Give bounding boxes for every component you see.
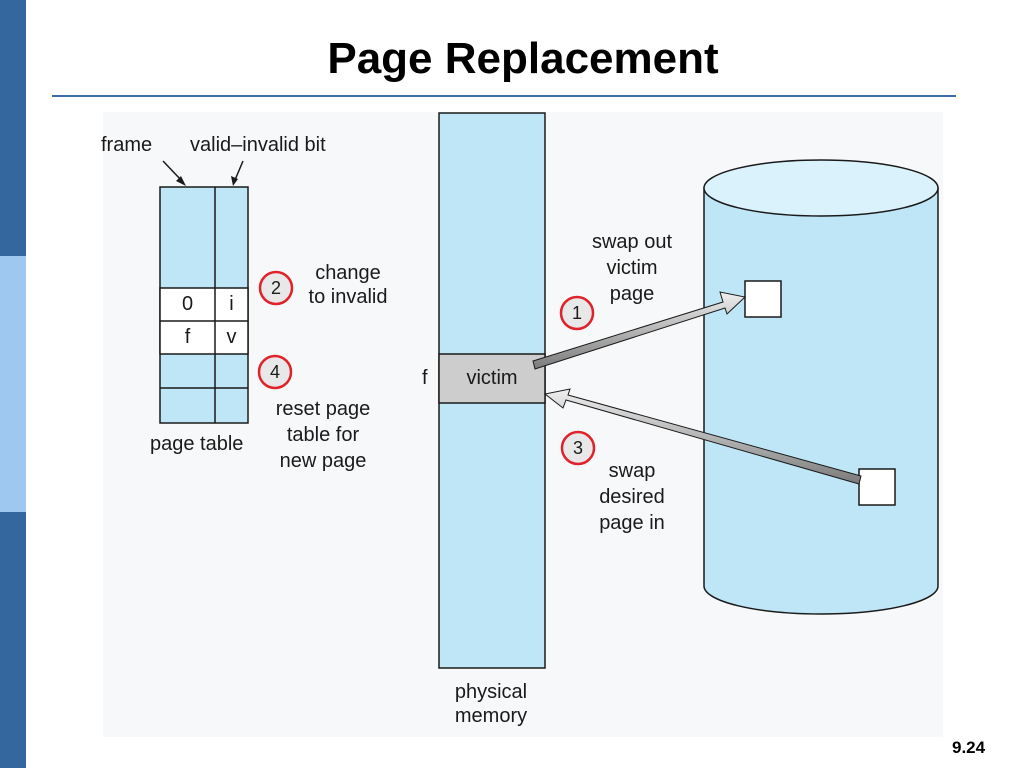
sidebar-top-segment: [0, 0, 26, 256]
description-line: desired: [599, 486, 665, 508]
step-3-circle: [560, 430, 596, 466]
slide-number: 9.24: [952, 738, 986, 757]
step-4-circle: [257, 354, 293, 390]
page-table-bit-cell: i: [229, 293, 234, 315]
page-table-bit-cell: v: [226, 326, 237, 348]
sidebar-middle-segment: [0, 256, 26, 512]
frame-marker: f: [422, 367, 428, 389]
description-line: swap: [608, 460, 656, 482]
slide-sidebar: [0, 0, 26, 768]
step-4-description: reset page table for new page: [262, 396, 384, 474]
description-line: swap out: [591, 231, 673, 253]
sidebar-bottom-segment: [0, 512, 26, 768]
step-number: 3: [572, 438, 583, 458]
step-1-circle: [559, 295, 595, 331]
step-3-description: swap desired page in: [580, 458, 684, 536]
step-number: 4: [269, 362, 280, 382]
step-2-description: change to invalid: [296, 261, 400, 309]
physical-memory-column: [438, 112, 546, 669]
description-line: page: [609, 283, 655, 305]
swap-out-arrow: [532, 291, 747, 370]
title-divider: [52, 95, 956, 97]
step-1-description: swap out victim page: [570, 229, 694, 307]
description-line: to invalid: [308, 286, 388, 308]
step-number: 1: [571, 303, 582, 323]
frame-pointer-arrow: [162, 160, 186, 186]
disk-cylinder: [703, 159, 939, 615]
description-line: victim: [606, 257, 658, 279]
page-table-frame-cell: 0: [181, 293, 194, 315]
valid-invalid-bit-label: valid–invalid bit: [190, 134, 326, 156]
slide-title: Page Replacement: [327, 34, 719, 83]
page-table-frame-cell: f: [184, 326, 191, 348]
swap-in-arrow: [543, 388, 862, 485]
description-line: new page: [279, 450, 367, 472]
victim-label: victim: [466, 367, 518, 389]
frame-label: frame: [101, 134, 153, 156]
bit-pointer-arrow: [231, 160, 244, 186]
physical-memory-caption: physical memory: [435, 680, 547, 728]
page-table-caption: page table: [150, 433, 244, 455]
caption-line: memory: [454, 705, 528, 727]
step-2-circle: [258, 270, 294, 306]
description-line: change: [315, 262, 381, 284]
step-number: 2: [270, 278, 281, 298]
caption-line: physical: [454, 681, 528, 703]
description-line: table for: [286, 424, 360, 446]
page-table: [159, 186, 249, 424]
description-line: page in: [599, 512, 665, 534]
description-line: reset page: [275, 398, 371, 420]
